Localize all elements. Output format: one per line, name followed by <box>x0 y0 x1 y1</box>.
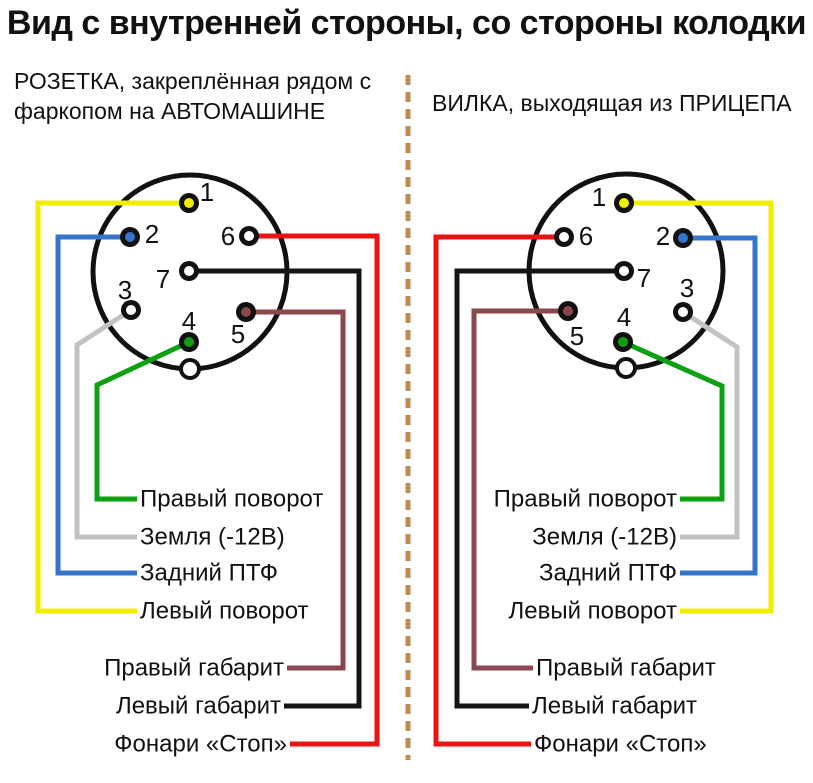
plug-pin-7-number: 7 <box>637 263 651 293</box>
wire-right-turn-left <box>94 339 191 502</box>
label-left-marker-right: Левый габарит <box>532 693 697 720</box>
plug-pin-5 <box>558 301 578 321</box>
wire-right-marker-right <box>471 308 568 671</box>
socket-pin-4 <box>179 332 199 352</box>
plug-pin-6 <box>554 227 574 247</box>
wire-left-marker-right <box>454 268 624 709</box>
label-ground-left: Земля (-12В) <box>140 524 285 551</box>
plug-pin-1-number: 1 <box>592 182 606 212</box>
plug-pin-4-core <box>618 337 628 347</box>
socket-subtitle: РОЗЕТКА, закреплённая рядом с фаркопом н… <box>14 66 371 126</box>
socket-pin-6-number: 6 <box>221 221 235 251</box>
socket-subtitle-line1: РОЗЕТКА, закреплённая рядом с <box>14 68 372 94</box>
socket-pin-5-core <box>241 307 251 317</box>
socket-pin-1-number: 1 <box>200 177 214 207</box>
plug-pin-2-core <box>678 233 688 243</box>
socket-pin-7-core <box>184 266 194 276</box>
label-left-marker-left: Левый габарит <box>116 693 281 720</box>
socket-pin-3-number: 3 <box>118 275 132 305</box>
wire-left-turn-right <box>624 200 774 614</box>
plug-pin-4 <box>613 332 633 352</box>
socket-pin-1-core <box>184 198 194 208</box>
socket-subtitle-line2: фаркопом на АВТОМАШИНЕ <box>14 98 326 124</box>
plug-pin-2-number: 2 <box>656 221 670 251</box>
socket-pin-6-core <box>244 231 254 241</box>
socket-pin-5-number: 5 <box>231 319 245 349</box>
socket-pin-6 <box>239 226 259 246</box>
socket-pin-7 <box>179 261 199 281</box>
socket-pin-4-core <box>184 337 194 347</box>
plug-pin-1-core <box>619 198 629 208</box>
wire-rear-fog-left <box>55 234 137 576</box>
plug-pin-5-number: 5 <box>570 321 584 351</box>
plug-pin-6-number: 6 <box>579 221 593 251</box>
plug-pin-6-core <box>559 232 569 242</box>
label-right-turn-right: Правый поворот <box>494 486 677 513</box>
label-stop-right: Фонари «Стоп» <box>534 731 707 758</box>
plug-pin-7 <box>614 261 634 281</box>
label-left-turn-left: Левый поворот <box>140 598 309 625</box>
page-title: Вид с внутренней стороны, со стороны кол… <box>6 4 807 42</box>
wire-rear-fog-right <box>680 235 758 576</box>
label-right-marker-left: Правый габарит <box>104 655 284 682</box>
socket-pin-4-number: 4 <box>182 306 196 336</box>
label-left-turn-right: Левый поворот <box>508 598 677 625</box>
socket-pin-2-core <box>125 232 135 242</box>
socket-pin-2-number: 2 <box>145 219 159 249</box>
socket-pin-2 <box>120 227 140 247</box>
plug-pin-7-core <box>619 266 629 276</box>
label-right-turn-left: Правый поворот <box>140 486 323 513</box>
socket-pin-7-number: 7 <box>156 264 170 294</box>
label-right-marker-right: Правый габарит <box>536 655 716 682</box>
plug-pin-3 <box>673 302 693 322</box>
wire-ground-right <box>680 309 740 540</box>
socket-pin-1 <box>179 193 199 213</box>
plug-pin-1 <box>614 193 634 213</box>
plug-pin-3-number: 3 <box>680 273 694 303</box>
wire-right-turn-right <box>621 339 725 502</box>
plug-pin-2 <box>673 228 693 248</box>
socket-key-notch <box>179 358 201 380</box>
plug-key-notch <box>615 357 637 379</box>
wire-ground-left <box>74 307 137 540</box>
socket-pin-5 <box>236 302 256 322</box>
label-ground-right: Земля (-12В) <box>532 524 677 551</box>
wire-left-turn-left <box>35 200 189 614</box>
label-rear-fog-right: Задний ПТФ <box>539 560 677 587</box>
wire-left-marker-left <box>189 268 362 709</box>
wire-right-marker-left <box>246 309 346 671</box>
wire-stop-right <box>433 234 564 747</box>
plug-pin-4-number: 4 <box>617 302 631 332</box>
label-rear-fog-left: Задний ПТФ <box>140 560 278 587</box>
socket-pin-3-core <box>126 305 136 315</box>
label-stop-left: Фонари «Стоп» <box>114 731 287 758</box>
plug-subtitle: ВИЛКА, выходящая из ПРИЦЕПА <box>432 90 792 116</box>
plug-pin-3-core <box>678 307 688 317</box>
wire-stop-left <box>249 233 380 747</box>
socket-pin-3 <box>121 300 141 320</box>
plug-pin-5-core <box>563 306 573 316</box>
